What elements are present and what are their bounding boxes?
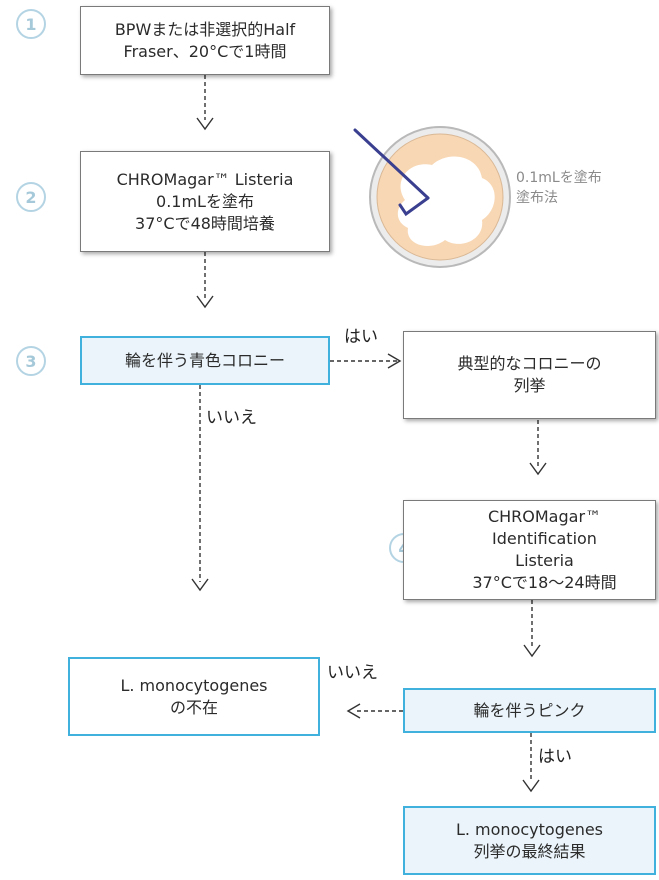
list-colonies-text: 典型的なコロニーの 列挙 [457,354,602,395]
enrichment-text: BPWまたは非選択的Half Fraser、20°Cで1時間 [114,19,296,61]
final-result-text: L. monocytogenes 列挙の最終結果 [455,819,604,861]
step-3-badge: 3 [16,346,46,376]
arrowhead-down [529,462,547,476]
step-1-badge: 1 [16,9,46,39]
plating-text: CHROMagar™ Listeria 0.1mLを塗布 37°Cで48時間培養 [116,169,294,233]
blue-colony-box: 輪を伴う青色コロニー [80,336,330,385]
arrowhead-down [522,779,540,793]
pink-halo-box: 輪を伴うピンク [403,688,656,733]
absence-box: L. monocytogenes の不在 [68,657,320,736]
plating-box: CHROMagar™ Listeria 0.1mLを塗布 37°Cで48時間培養 [80,151,330,252]
yes-label-top: はい [344,327,378,347]
arrowhead-down [196,117,214,131]
pink-halo-text: 輪を伴うピンク [473,700,586,720]
final-result-box: L. monocytogenes 列挙の最終結果 [403,806,656,875]
no-label-right: いいえ [327,663,378,683]
identification-text: CHROMagar™ Identification Listeria 37°Cで… [472,507,617,592]
arrowhead-right [387,353,402,369]
identification-box: CHROMagar™ Identification Listeria 37°Cで… [403,500,656,600]
spreader-icon [353,128,430,217]
arrowhead-left [346,703,361,719]
arrowhead-down [196,295,214,309]
yes-label-bottom: はい [538,747,572,767]
step-2-badge: 2 [16,182,46,212]
no-label-left: いいえ [206,408,257,428]
arrowhead-down [191,578,209,592]
plate-note: 0.1mLを塗布 塗布法 [516,170,602,206]
arrowhead-down [523,644,541,658]
blue-colony-text: 輪を伴う青色コロニー [124,350,285,370]
list-colonies-box: 典型的なコロニーの 列挙 [403,331,656,419]
petri-dish-icon [369,126,511,268]
absence-text: L. monocytogenes の不在 [120,675,268,717]
enrichment-box: BPWまたは非選択的Half Fraser、20°Cで1時間 [80,6,330,75]
